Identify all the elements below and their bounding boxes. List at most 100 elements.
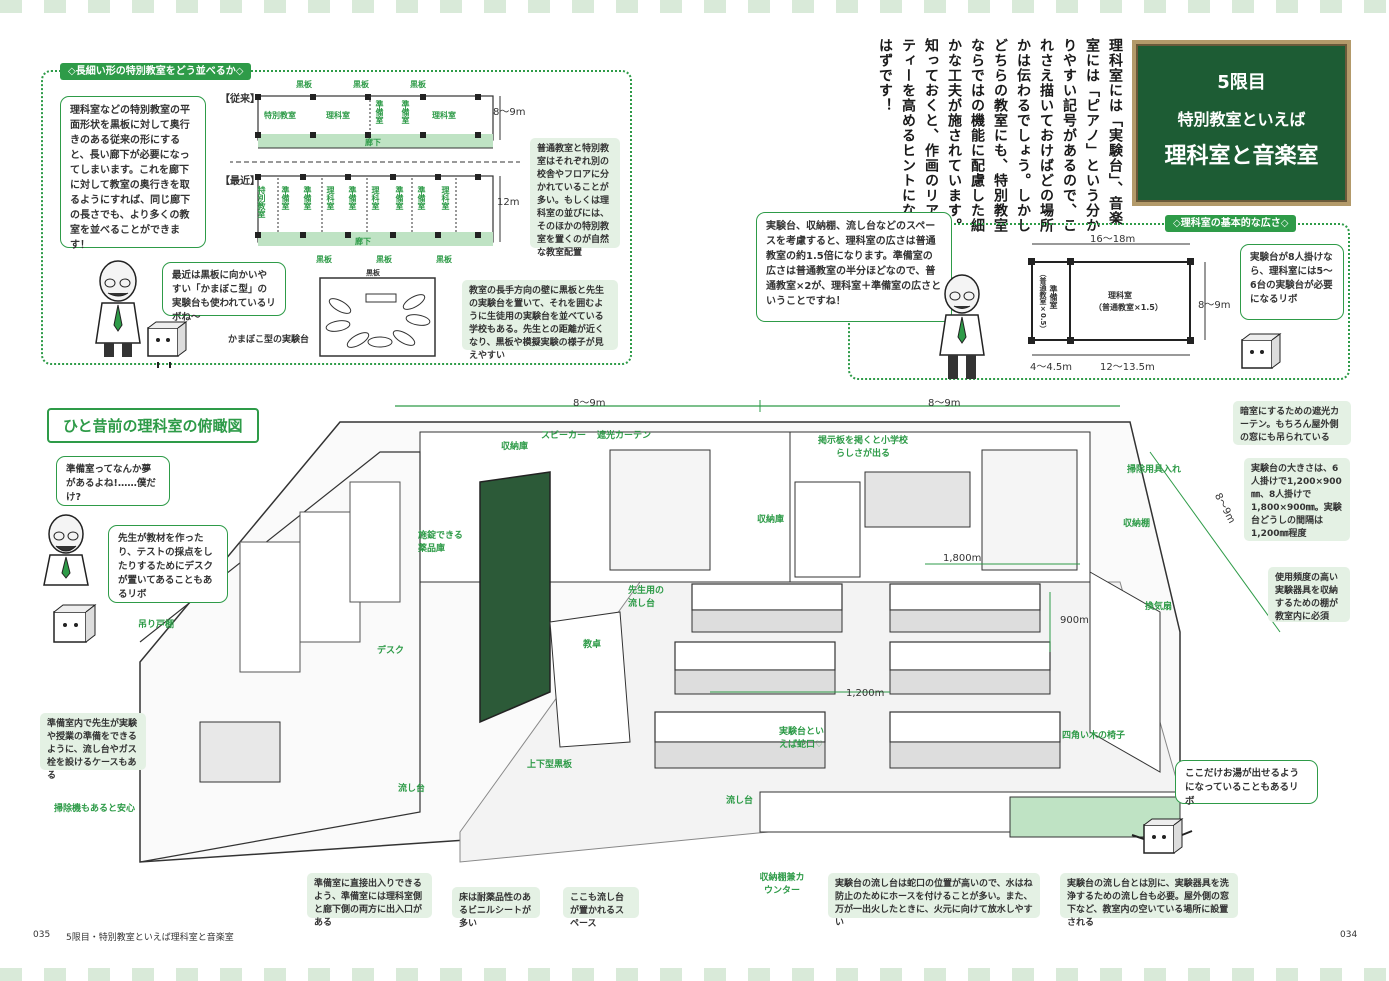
kokuban-new-1: 黒板	[316, 255, 332, 264]
room-new-4: 準備室	[348, 186, 357, 210]
main-dim-1200: 1,200m	[846, 688, 885, 699]
main-title: ひと昔前の理科室の俯瞰図	[47, 408, 259, 443]
note-wash-sink: 実験台の流し台とは別に、実験器具を洗浄するための流し台も必要。屋外側の窓下など、…	[1060, 873, 1238, 928]
label-fan: 換気扇	[1145, 602, 1173, 612]
note-desk-size: 実験台の大きさは、6人掛けで1,200×900㎜、8人掛けで1,800×900㎜…	[1244, 458, 1350, 541]
main-dim-top1: 8〜9m	[573, 398, 606, 409]
size-tag: ◇理科室の基本的な広さ◇	[1165, 215, 1297, 232]
bubble-prep-dream: 準備室ってなんか夢があるよね!……僕だけ?	[56, 456, 170, 506]
dim-new: 12m	[497, 197, 520, 208]
label-sink-1: 流し台	[398, 784, 426, 794]
note-sink-space: ここも流し台が置かれるスペース	[563, 887, 639, 929]
rouka-old: 廊下	[365, 138, 381, 147]
room-new-7: 準備室	[417, 186, 426, 210]
kokuban-old-1: 黒板	[296, 80, 312, 89]
main-dim-900: 900m	[1060, 615, 1089, 626]
kokuban-old-3: 黒板	[410, 80, 426, 89]
room-old-0: 特別教室	[264, 111, 296, 120]
label-vacuum: 掃除機もあると安心	[54, 804, 136, 814]
label-counter: 収納棚兼カウンター	[759, 873, 805, 896]
kamaboko-label: かまぼこ型の実験台	[228, 335, 310, 345]
top-stripe	[0, 0, 1389, 13]
bottom-stripe	[0, 968, 1389, 981]
label-hanging-shelf: 吊り戸棚	[138, 620, 175, 630]
cube-mascot-4-icon	[1131, 818, 1193, 854]
header-title-2: 理科室と音楽室	[1164, 144, 1319, 169]
room-new-8: 理科室	[441, 186, 450, 210]
size-room2: 準備室	[1049, 285, 1058, 309]
teacher-character-icon	[95, 260, 141, 357]
kokuban-old-2: 黒板	[353, 80, 369, 89]
label-storage-shelf: 収納棚	[1123, 519, 1151, 529]
label-storage: 収納庫	[501, 442, 529, 452]
main-dim-top2: 8〜9m	[928, 398, 961, 409]
cube-mascot-3-icon	[53, 603, 97, 643]
lesson-number: 5限目	[1217, 72, 1266, 93]
room-new-5: 理科室	[371, 186, 380, 210]
plan-diagram	[230, 94, 520, 246]
layout-tag: ◇長細い形の特別教室をどう並べるか◇	[60, 63, 252, 80]
dim-old: 8〜9m	[493, 107, 526, 118]
main-dim-1800: 1,800m	[943, 553, 982, 564]
label-chemical: 施錠できる薬品庫	[418, 531, 463, 554]
kamaboko-bubble: 最近は黒板に向かいやすい「かまぼこ型」の実験台も使われているリボね〜	[162, 262, 286, 323]
room-old-3: 準備室	[401, 100, 410, 124]
note-curtain: 暗室にするための遮光カーテン。もちろん屋外側の窓にも吊られている	[1233, 401, 1351, 445]
size-side-note: 実験台が8人掛けなら、理科室には5〜6台の実験台が必要になるリボ	[1240, 244, 1344, 320]
label-curtain: 遮光カーテン	[597, 431, 652, 441]
label-storage-2: 収納庫	[757, 515, 785, 525]
label-new: 【最近】	[220, 176, 260, 187]
label-desk: デスク	[377, 646, 405, 656]
kokuban-new-3: 黒板	[436, 255, 452, 264]
size-dim-br: 12〜13.5m	[1100, 362, 1155, 373]
room-new-2: 準備室	[303, 186, 312, 210]
label-wood-chair: 四角い木の椅子	[1062, 731, 1126, 741]
footer-right-page: 034	[1340, 930, 1358, 940]
size-room2b: （普通教室×0.5）	[1039, 270, 1047, 333]
room-new-3: 理科室	[326, 186, 335, 210]
label-lectern: 教卓	[583, 640, 602, 650]
header-title-1: 特別教室といえば	[1177, 110, 1306, 129]
size-room1: 理科室	[1108, 291, 1132, 300]
label-speaker: スピーカー	[541, 431, 587, 441]
kamaboko-kokuban: 黒板	[366, 269, 380, 277]
room-old-4: 理科室	[432, 111, 456, 120]
room-new-0: 特別教室	[257, 186, 266, 218]
label-noticeboard: 掲示板を掲くと小学校らしさが出る	[818, 436, 909, 459]
note-door: 準備室に直接出入りできるよう、準備室には理科室側と廊下側の両方に出入口がある	[307, 873, 432, 928]
note-hot-water: ここだけお湯が出せるようになっていることもあるリボ	[1175, 760, 1318, 807]
kamaboko-plan	[319, 277, 436, 357]
label-old: 【従来】	[220, 94, 260, 105]
room-size-plan	[1028, 243, 1206, 356]
footer-left-page: 035	[33, 930, 51, 940]
layout-box	[41, 70, 632, 365]
side-note-1: 普通教室と特別教室はそれぞれ別の校舎やフロアに分かれていることが多い。もしくは理…	[530, 138, 620, 258]
size-room1b: （普通教室×1.5）	[1094, 303, 1163, 312]
size-dim-top: 16〜18m	[1090, 234, 1136, 245]
label-teacher-sink: 先生用の流し台	[628, 586, 665, 609]
size-dim-bl: 4〜4.5m	[1030, 362, 1073, 373]
intro-text: 理科室には「実験台」、音楽室には「ピアノ」という分かりやすい記号があるので、これ…	[877, 38, 1123, 233]
room-new-1: 準備室	[281, 186, 290, 210]
footer-left-text: 5限目・特別教室といえば理科室と音楽室	[66, 933, 234, 943]
cube-mascot-icon	[147, 321, 188, 368]
kokuban-new-2: 黒板	[376, 255, 392, 264]
size-dim-right: 8〜9m	[1198, 300, 1231, 311]
side-note-2: 教室の長手方向の壁に黒板と先生の実験台を置いて、それを囲むように生徒用の実験台を…	[462, 280, 618, 361]
label-sink-2: 流し台	[726, 796, 754, 806]
room-old-1: 理科室	[326, 111, 350, 120]
layout-note: 理科室などの特別教室の平面形状を黒板に対して奥行きのある従来の形にすると、長い廊…	[60, 96, 206, 251]
note-shelf: 使用頻度の高い実験器具を収納するための棚が教室内に必須	[1268, 567, 1350, 622]
note-hose: 実験台の流し台は蛇口の位置が高いので、水はね防止のためにホースを付けることが多い…	[828, 873, 1040, 928]
rouka-new: 廊下	[355, 237, 371, 246]
classroom-illustration	[139, 400, 1281, 863]
size-note: 実験台、収納棚、流し台などのスペースを考慮すると、理科室の広さは普通教室の約1.…	[756, 212, 952, 322]
room-old-2: 準備室	[375, 100, 384, 124]
label-cleaning: 掃除用具入れ	[1127, 465, 1182, 475]
teacher-character-2-icon	[939, 274, 985, 379]
note-prep-sink: 準備室内で先生が実験や授業の準備をできるように、流し台やガス栓を設けるケースもあ…	[40, 713, 146, 781]
chalkboard-header: 5限目 特別教室といえば 理科室と音楽室	[1132, 40, 1351, 206]
label-faucet: 実験台といえば蛇口♡	[779, 727, 825, 750]
cube-mascot-2-icon	[1241, 333, 1282, 369]
teacher-character-3-icon	[43, 514, 89, 586]
